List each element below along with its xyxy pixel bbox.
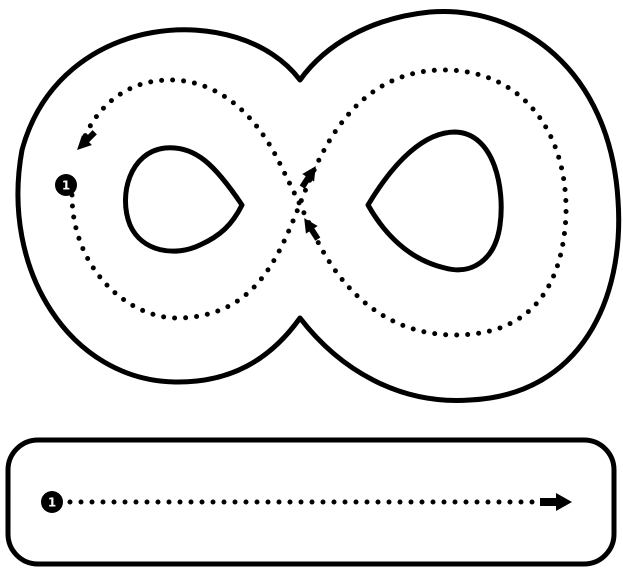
- infinity-left-hole: [125, 148, 242, 251]
- straight-start-marker: 1: [41, 491, 63, 513]
- infinity-outer-outline: [18, 11, 619, 400]
- straight-arrow: [540, 493, 572, 511]
- infinity-right-hole: [368, 132, 501, 270]
- straight-track: 1: [8, 440, 614, 564]
- infinity-dotted-path: [72, 70, 566, 335]
- infinity-start-marker: 1: [55, 174, 77, 196]
- infinity-arrow-center-upper: [296, 162, 321, 191]
- infinity-arrow-upper-left: [72, 127, 100, 155]
- infinity-arrow-center-lower: [298, 214, 323, 243]
- infinity-track: 1: [18, 11, 619, 400]
- infinity-start-marker-label: 1: [62, 179, 70, 193]
- straight-start-marker-label: 1: [48, 496, 56, 510]
